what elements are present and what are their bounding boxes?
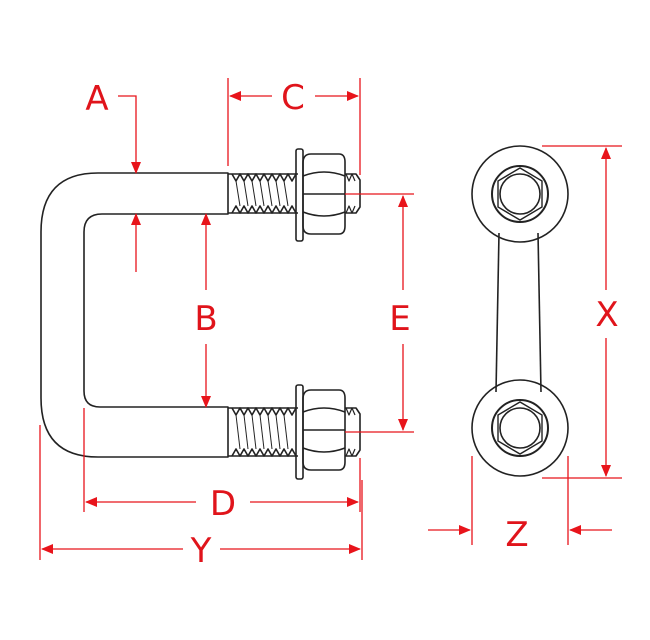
bottom-threaded-end bbox=[228, 384, 361, 480]
top-end-nut bbox=[471, 145, 569, 243]
top-thread-zigzag bbox=[231, 173, 297, 182]
top-threaded-end bbox=[228, 148, 361, 242]
dimension-x bbox=[542, 145, 622, 479]
label-b: B bbox=[194, 299, 217, 339]
label-y: Y bbox=[190, 531, 212, 571]
bottom-washer bbox=[295, 384, 304, 480]
dimension-e bbox=[345, 193, 414, 433]
dimension-d bbox=[83, 408, 361, 512]
label-c: C bbox=[281, 78, 305, 118]
bottom-hex-nut bbox=[302, 389, 346, 471]
top-washer bbox=[295, 148, 304, 242]
u-bend-outline bbox=[40, 172, 229, 458]
label-x: X bbox=[595, 295, 618, 335]
label-d: D bbox=[210, 484, 236, 524]
dimension-a bbox=[118, 95, 141, 272]
u-bolt-end-view bbox=[471, 145, 569, 477]
label-e: E bbox=[389, 299, 410, 339]
dimension-c bbox=[227, 78, 361, 175]
bottom-thread-zigzag bbox=[231, 407, 297, 416]
top-hex-nut bbox=[302, 153, 346, 235]
u-bolt-side-view bbox=[40, 148, 361, 480]
dimension-z bbox=[428, 456, 612, 545]
dimension-lines bbox=[39, 78, 622, 560]
dimension-y bbox=[39, 425, 363, 560]
label-a: A bbox=[85, 79, 108, 119]
label-z: Z bbox=[505, 515, 528, 555]
bottom-end-nut bbox=[471, 379, 569, 477]
